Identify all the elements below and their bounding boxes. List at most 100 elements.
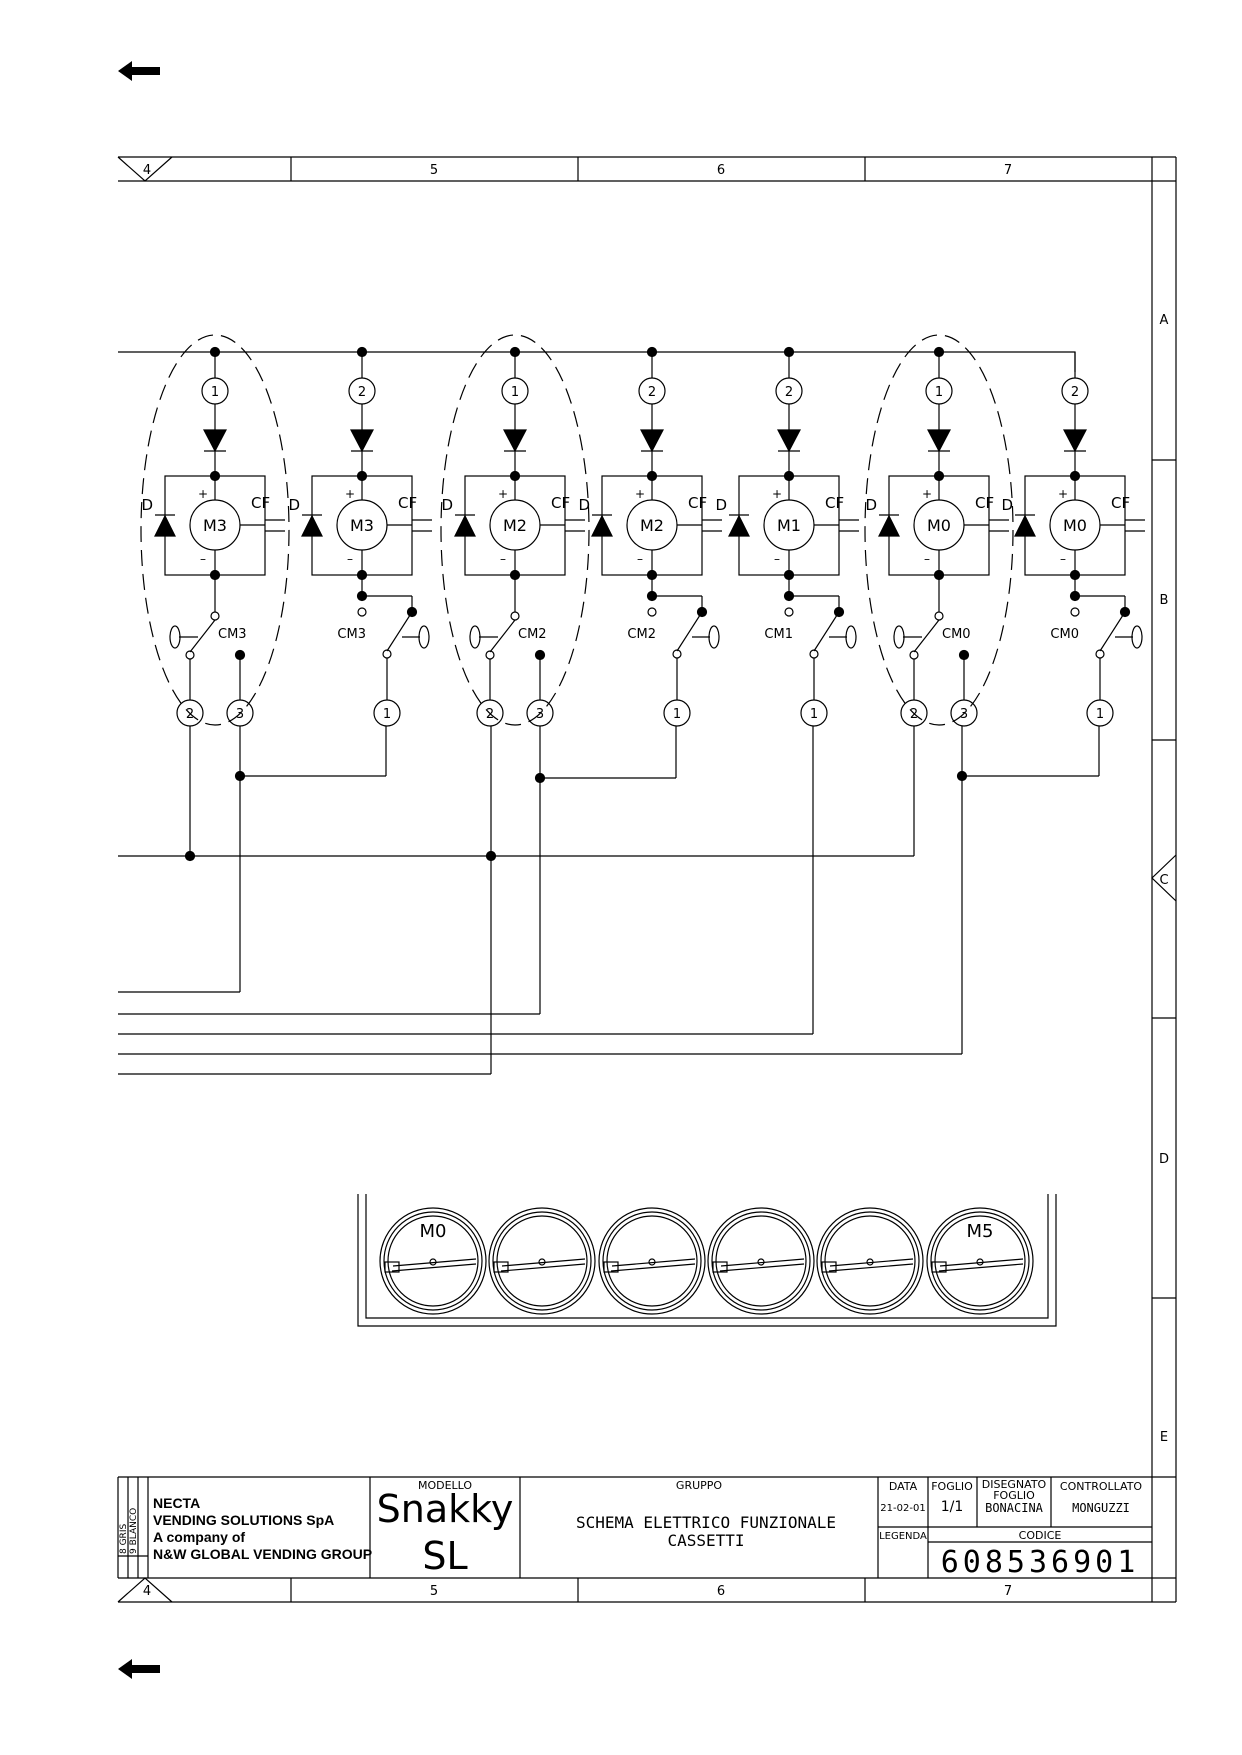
motor-label: M1 bbox=[777, 516, 801, 535]
motor-cell-m1: 2M1 + – D CF CM1 1 bbox=[715, 346, 859, 727]
motor-label: M0 bbox=[927, 516, 951, 535]
contact-number: 2 bbox=[358, 385, 366, 400]
output-terminal: 1 bbox=[1096, 707, 1104, 722]
output-terminal: 1 bbox=[810, 707, 818, 722]
spiral-2 bbox=[598, 1207, 706, 1315]
output-terminal: 2 bbox=[910, 707, 918, 722]
column-label-bottom: 7 bbox=[1004, 1584, 1012, 1599]
minus-sign: – bbox=[774, 552, 780, 566]
minus-sign: – bbox=[500, 552, 506, 566]
motor-label: M2 bbox=[503, 516, 527, 535]
tray-diagram: M0 M5 bbox=[357, 1194, 1057, 1327]
output-terminal: 2 bbox=[186, 707, 194, 722]
minus-sign: – bbox=[1060, 552, 1066, 566]
column-label-top: 4 bbox=[143, 163, 151, 178]
controllato-value: MONGUZZI bbox=[1072, 1501, 1130, 1515]
row-label: C bbox=[1159, 873, 1168, 888]
output-terminal: 3 bbox=[536, 707, 544, 722]
drawing-frame bbox=[117, 156, 1177, 1603]
foglio-value: 1/1 bbox=[941, 1499, 964, 1515]
output-terminal: 1 bbox=[673, 707, 681, 722]
minus-sign: – bbox=[924, 552, 930, 566]
motor-label: M3 bbox=[350, 516, 374, 535]
drawing-subtitle: CASSETTI bbox=[667, 1531, 744, 1550]
capacitor-label: CF bbox=[251, 494, 270, 512]
switch-label: CM3 bbox=[218, 627, 247, 642]
diode-label: D bbox=[578, 496, 590, 514]
diode-label: D bbox=[1001, 496, 1013, 514]
codice-label: CODICE bbox=[1019, 1529, 1062, 1542]
output-terminal: 2 bbox=[486, 707, 494, 722]
capacitor-label: CF bbox=[688, 494, 707, 512]
motor-cell-m2: 2M2 + – D CF CM2 1 bbox=[578, 346, 722, 727]
minus-sign: – bbox=[347, 552, 353, 566]
data-label: DATA bbox=[889, 1480, 918, 1493]
back-arrow-icon-bottom[interactable] bbox=[118, 1658, 164, 1680]
switch-label: CM3 bbox=[337, 627, 366, 642]
diode-label: D bbox=[141, 496, 153, 514]
plus-sign: + bbox=[198, 487, 208, 501]
column-label-top: 5 bbox=[430, 163, 438, 178]
spiral-3 bbox=[707, 1207, 815, 1315]
capacitor-label: CF bbox=[398, 494, 417, 512]
output-terminal: 3 bbox=[960, 707, 968, 722]
diode-label: D bbox=[441, 496, 453, 514]
foglio-overprint: FOGLIO bbox=[993, 1489, 1035, 1502]
title-block bbox=[117, 1476, 1176, 1578]
plus-sign: + bbox=[922, 487, 932, 501]
switch-label: CM0 bbox=[1050, 627, 1079, 642]
output-terminal: 1 bbox=[383, 707, 391, 722]
plus-sign: + bbox=[772, 487, 782, 501]
model-variant: SL bbox=[422, 1534, 467, 1578]
back-arrow-icon[interactable] bbox=[118, 60, 164, 82]
row-label: D bbox=[1159, 1152, 1169, 1167]
contact-number: 2 bbox=[648, 385, 656, 400]
column-label-bottom: 6 bbox=[717, 1584, 725, 1599]
company-affiliation: A company of bbox=[153, 1529, 245, 1545]
disegnato-label: DISEGNATO bbox=[982, 1478, 1047, 1491]
spiral-1 bbox=[488, 1207, 596, 1315]
model-name: Snakky bbox=[377, 1487, 514, 1531]
contact-number: 1 bbox=[511, 385, 519, 400]
tray-label-first: M0 bbox=[420, 1221, 447, 1242]
plus-sign: + bbox=[345, 487, 355, 501]
minus-sign: – bbox=[637, 552, 643, 566]
plus-sign: + bbox=[1058, 487, 1068, 501]
capacitor-label: CF bbox=[825, 494, 844, 512]
switch-label: CM0 bbox=[942, 627, 971, 642]
plus-sign: + bbox=[635, 487, 645, 501]
capacitor-label: CF bbox=[1111, 494, 1130, 512]
contact-number: 1 bbox=[935, 385, 943, 400]
gruppo-label: GRUPPO bbox=[676, 1479, 722, 1492]
contact-number: 1 bbox=[211, 385, 219, 400]
switch-label: CM2 bbox=[518, 627, 547, 642]
revision-9: 9 BLANCO bbox=[129, 1508, 139, 1554]
column-label-bottom: 5 bbox=[430, 1584, 438, 1599]
row-label: B bbox=[1160, 593, 1169, 608]
diode-label: D bbox=[715, 496, 727, 514]
spiral-5 bbox=[926, 1207, 1034, 1315]
row-label: A bbox=[1160, 313, 1169, 328]
disegnato-value: BONACINA bbox=[985, 1501, 1044, 1515]
capacitor-label: CF bbox=[551, 494, 570, 512]
revision-8: 8 GRIS bbox=[119, 1524, 129, 1554]
minus-sign: – bbox=[200, 552, 206, 566]
motor-label: M0 bbox=[1063, 516, 1087, 535]
tray-label-last: M5 bbox=[967, 1221, 994, 1242]
company-name: NECTA bbox=[153, 1495, 200, 1511]
switch-label: CM1 bbox=[764, 627, 793, 642]
diode-label: D bbox=[865, 496, 877, 514]
legenda-label: LEGENDA bbox=[879, 1531, 927, 1542]
contact-number: 2 bbox=[785, 385, 793, 400]
column-label-bottom: 4 bbox=[143, 1584, 151, 1599]
company-group: N&W GLOBAL VENDING GROUP bbox=[153, 1546, 372, 1562]
row-label: E bbox=[1160, 1430, 1168, 1445]
motor-label: M2 bbox=[640, 516, 664, 535]
switch-label: CM2 bbox=[627, 627, 656, 642]
data-value: 21-02-01 bbox=[880, 1503, 925, 1514]
